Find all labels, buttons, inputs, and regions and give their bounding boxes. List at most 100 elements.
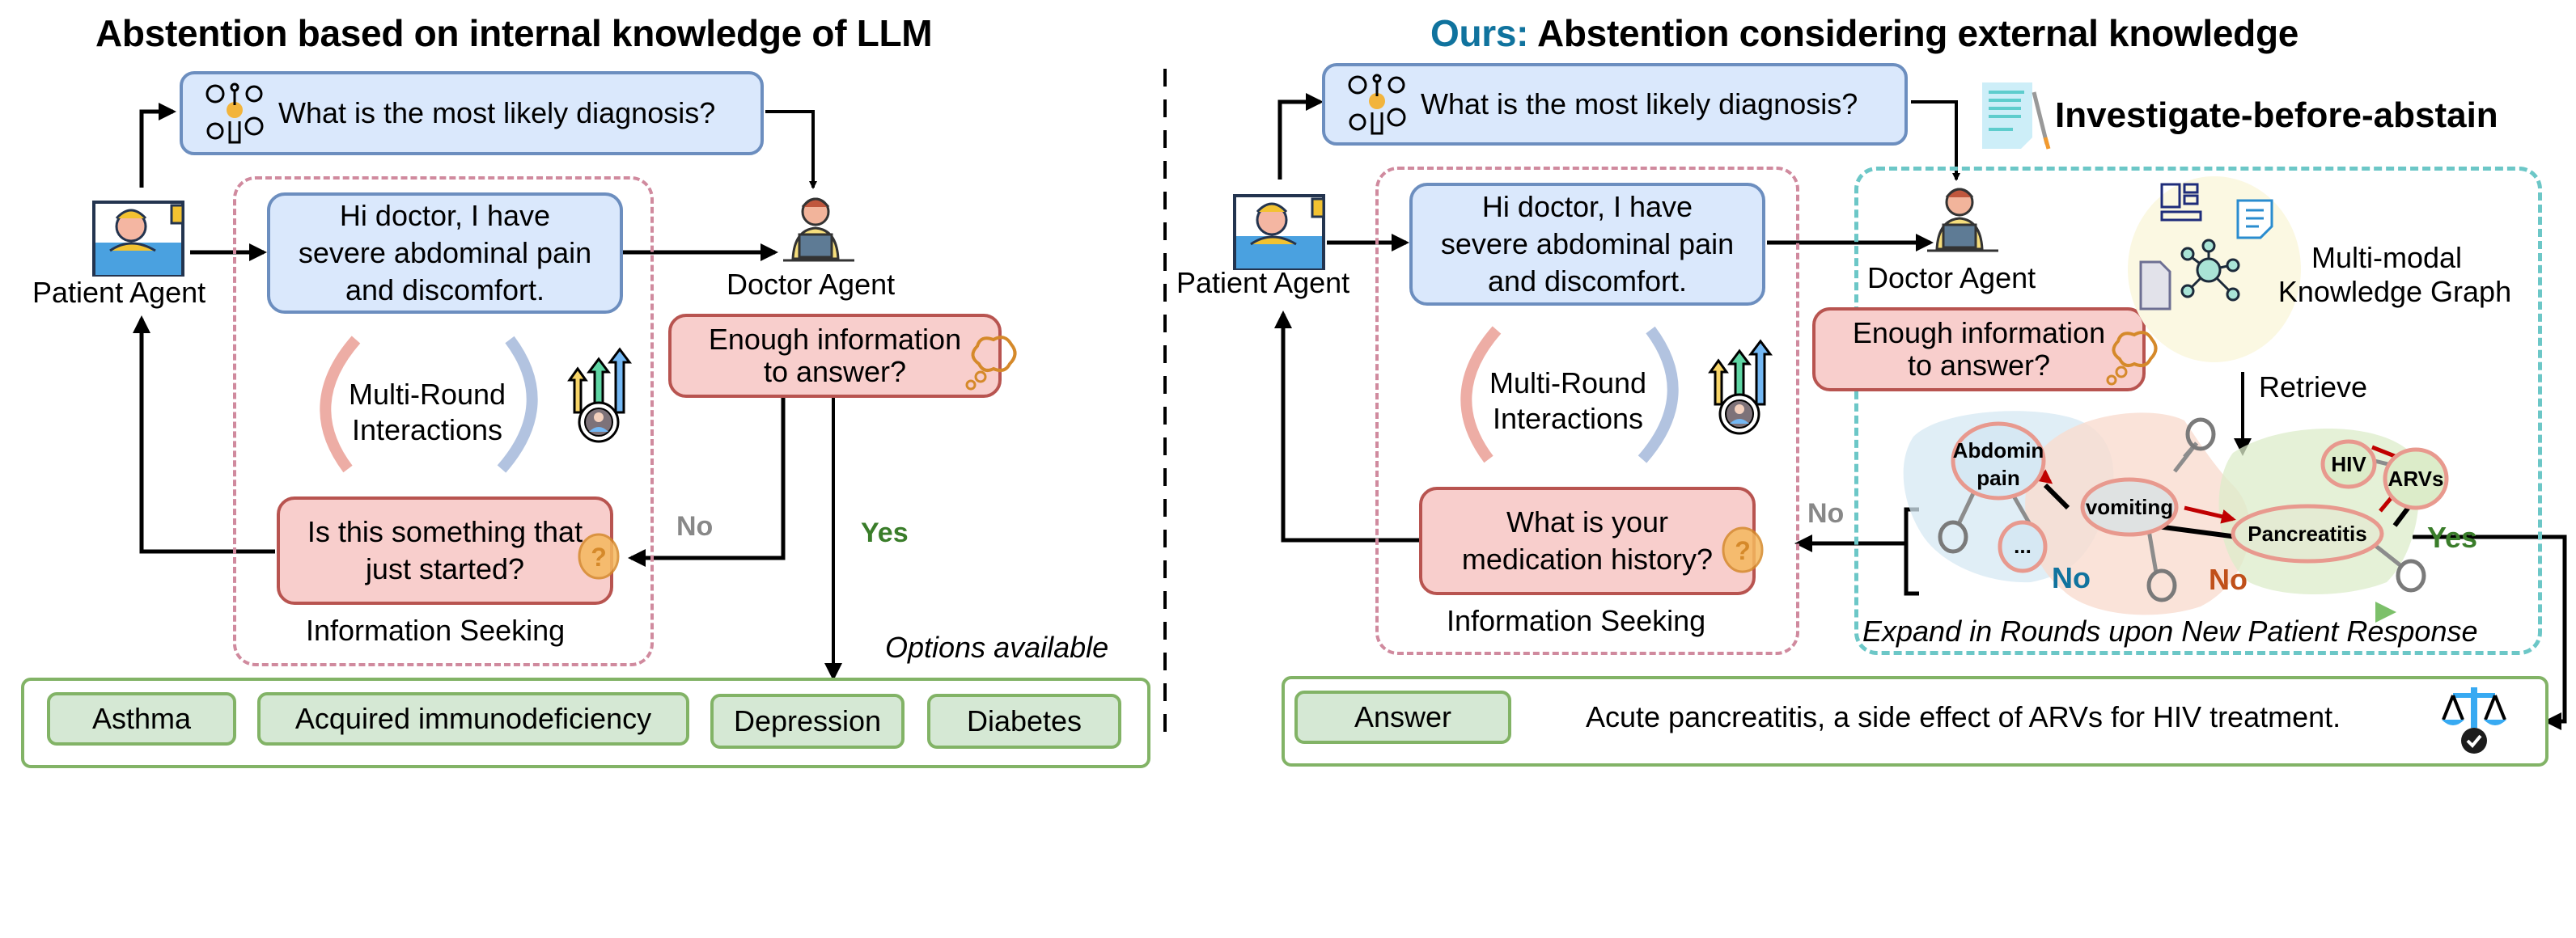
svg-text:?: ? — [591, 543, 607, 572]
kg-label-line2: Knowledge Graph — [2277, 275, 2512, 308]
arrow-patient-to-question-right — [1277, 93, 1324, 180]
information-seeking-label-right: Information Seeking — [1447, 604, 1706, 637]
brainstorm-icon — [202, 81, 267, 146]
question-bubble-icon: ? — [1720, 526, 1764, 577]
question-bubble-icon: ? — [576, 533, 620, 584]
multi-round-cycle-icon — [1440, 322, 1699, 467]
option-acquired-immunodeficiency: Acquired immunodeficiency — [257, 692, 689, 746]
kg-empty-node — [1938, 520, 1968, 554]
patient-message-box-right: Hi doctor, I have severe abdominal pain … — [1409, 183, 1765, 306]
patient-message-line: and discomfort. — [1487, 264, 1688, 298]
followup-question-line: medication history? — [1461, 543, 1714, 576]
multi-round-label-line2: Interactions — [351, 413, 503, 446]
arrow-question-to-doctor — [765, 110, 817, 189]
kg-node-arvs — [2383, 447, 2449, 510]
retrieve-label: Retrieve — [2259, 370, 2368, 404]
growth-arrows-icon — [558, 347, 636, 445]
round1-no-label: No — [2052, 561, 2091, 595]
enough-info-box-right: Enough information to answer? — [1812, 307, 2146, 391]
doctor-agent-icon — [777, 194, 858, 267]
arrow-question-to-doctor-right — [1911, 100, 1960, 181]
diagnosis-question-text: What is the most likely diagnosis? — [278, 96, 716, 129]
followup-question-line: just started? — [365, 552, 525, 585]
enough-info-line: to answer? — [763, 355, 907, 388]
diagnosis-question-box-right: What is the most likely diagnosis? — [1322, 63, 1908, 146]
information-seeking-label: Information Seeking — [306, 614, 566, 647]
brainstorm-icon — [1345, 72, 1409, 137]
followup-question-line: What is your — [1506, 505, 1669, 539]
thought-cloud-icon — [2104, 327, 2160, 388]
enough-info-box: Enough information to answer? — [668, 314, 1002, 398]
round-label: No — [2209, 563, 2248, 596]
kg-label-line1: Multi-modal — [2311, 241, 2463, 274]
kg-node-hiv-label: HIV — [2331, 452, 2366, 476]
enough-info-line: Enough information — [1852, 316, 2106, 349]
option-depression: Depression — [710, 694, 905, 749]
kg-node-pancreatitis — [2231, 504, 2384, 564]
knowledge-graph-icon — [2133, 181, 2294, 327]
expand-rounds-caption: Expand in Rounds upon New Patient Respon… — [1862, 615, 2478, 648]
kg-node-ellipsis-label: ... — [2014, 534, 2032, 558]
patient-agent-icon — [1231, 188, 1335, 272]
doctor-agent-icon — [1921, 184, 2002, 257]
patient-message-box: Hi doctor, I have severe abdominal pain … — [267, 192, 623, 314]
diagnosis-question-text-right: What is the most likely diagnosis? — [1421, 87, 1858, 120]
right-title-rest: Abstention considering external knowledg… — [1528, 12, 2299, 54]
patient-agent-label-right: Patient Agent — [1176, 266, 1350, 299]
kg-node-pancreatitis-label: Pancreatitis — [2248, 522, 2366, 546]
svg-text:?: ? — [1735, 536, 1751, 565]
answer-tag: Answer — [1294, 691, 1511, 744]
patient-agent-label: Patient Agent — [32, 276, 206, 309]
kg-edge — [1955, 490, 1976, 527]
multi-round-cycle-icon — [299, 332, 558, 477]
arrow-followup-to-patient — [133, 315, 275, 554]
enough-info-line: Enough information — [708, 323, 962, 356]
information-seeking-group — [233, 176, 654, 666]
option-diabetes: Diabetes — [927, 694, 1121, 749]
kg-edge — [2010, 492, 2033, 527]
kg-node-arvs-label: ARVs — [2388, 467, 2444, 491]
followup-question-box: Is this something that just started? — [277, 496, 613, 605]
followup-question-box-right: What is your medication history? — [1419, 487, 1756, 595]
enough-info-line: to answer? — [1907, 349, 2051, 382]
round-label: Yes — [2427, 521, 2478, 554]
kg-node-hiv — [2320, 439, 2377, 489]
right-panel-title: Ours: Abstention considering external kn… — [1430, 11, 2298, 55]
kg-node-abdomin-pain-line2: pain — [1976, 466, 2019, 490]
doctor-agent-label: Doctor Agent — [727, 268, 896, 301]
multi-round-label-line1: Multi-Round — [348, 378, 506, 411]
kg-node-abdomin-pain — [1951, 421, 2046, 501]
kg-red-arrow — [2184, 505, 2236, 524]
answer-text: Acute pancreatitis, a side effect of ARV… — [1586, 700, 2341, 733]
investigate-before-abstain-label: Investigate-before-abstain — [2055, 95, 2498, 135]
arrow-yes-to-answer — [2413, 534, 2567, 730]
multi-round-label-line2-right: Interactions — [1492, 402, 1644, 435]
patient-message-line: Hi doctor, I have — [1481, 190, 1693, 223]
kg-node-vomiting — [2080, 477, 2179, 537]
patient-message-line: Hi doctor, I have — [339, 199, 551, 232]
arrow-patient-to-question — [139, 103, 176, 188]
ours-prefix: Ours: — [1430, 12, 1529, 54]
yes-label: Yes — [861, 518, 909, 548]
kg-empty-node — [2185, 417, 2216, 451]
diagnosis-question-box: What is the most likely diagnosis? — [180, 71, 764, 155]
growth-arrows-icon — [1699, 339, 1777, 437]
thought-cloud-icon — [963, 332, 1019, 393]
kg-empty-node — [2146, 568, 2177, 602]
patient-agent-icon — [91, 194, 194, 278]
kg-edge-main — [2043, 483, 2070, 510]
arrow-no-to-followup — [628, 396, 786, 567]
doctor-agent-label-right: Doctor Agent — [1867, 261, 2036, 294]
round3-yes-label: Yes — [2427, 521, 2477, 555]
left-panel-title: Abstention based on internal knowledge o… — [95, 12, 933, 54]
document-pen-icon — [1981, 81, 2053, 150]
information-seeking-group-right — [1375, 167, 1799, 655]
kg-node-abdomin-pain-line1: Abdomin — [1953, 438, 2044, 463]
kg-node-vomiting-label: vomiting — [2086, 495, 2173, 519]
patient-message-line: severe abdominal pain — [1440, 227, 1735, 260]
options-caption: Options available — [885, 631, 1109, 664]
round2-no-label: No — [2209, 563, 2248, 597]
arrow-followup-to-patient-right — [1274, 311, 1419, 543]
kg-empty-node — [2396, 559, 2426, 593]
